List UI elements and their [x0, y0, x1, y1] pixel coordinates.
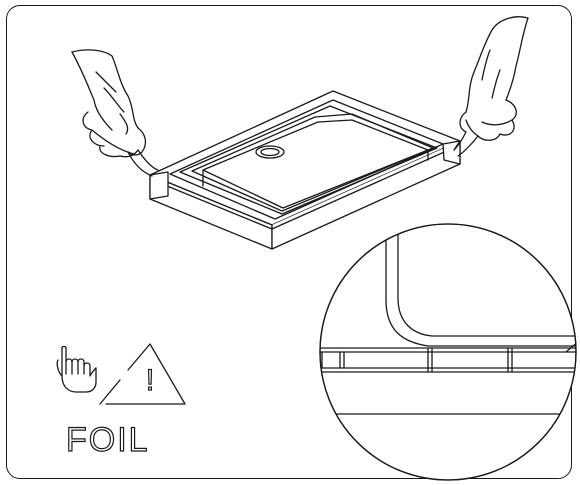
foil-label: FOIL	[65, 420, 150, 459]
pointing-hand-icon	[56, 345, 97, 393]
warning-triangle-icon	[99, 343, 186, 405]
warning-exclamation: !	[145, 363, 155, 397]
shower-tray	[149, 90, 461, 250]
left-hand-icon	[71, 49, 159, 177]
detail-magnifier	[319, 223, 577, 481]
right-hand-icon	[453, 16, 529, 157]
drain-icon	[255, 145, 285, 159]
